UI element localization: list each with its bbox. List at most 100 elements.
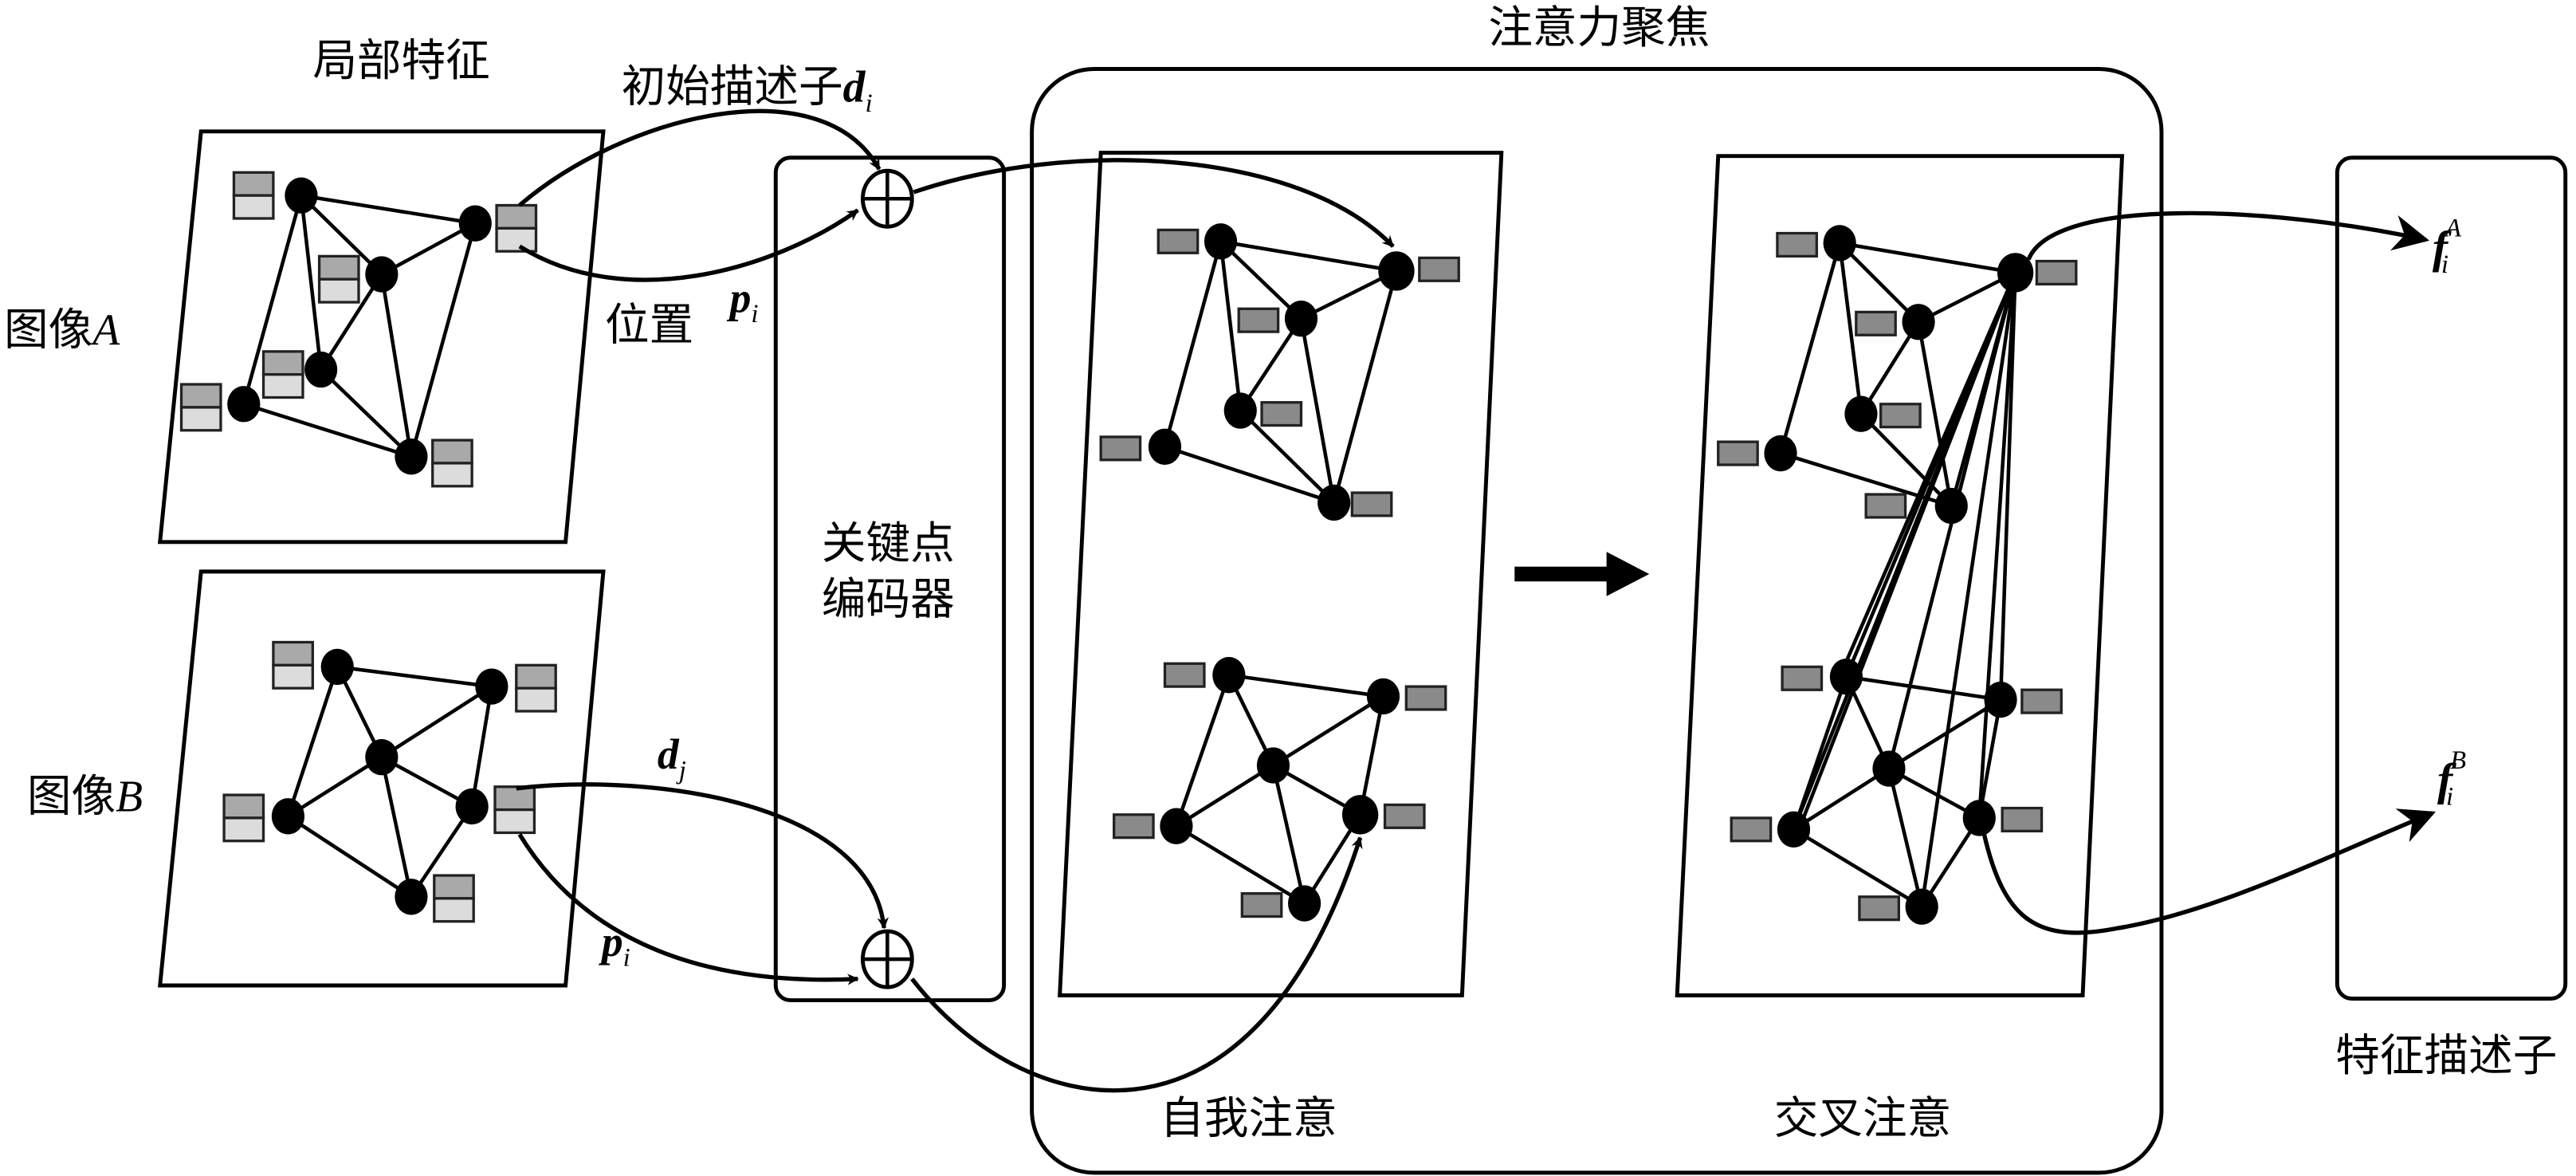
descriptor-box <box>1717 440 1759 466</box>
keypoint-node <box>1844 395 1878 432</box>
keypoint-node <box>1823 225 1856 262</box>
keypoint-node <box>1997 253 2034 293</box>
descriptor-box <box>1858 895 1900 922</box>
initial-descriptor-label: 初始描述子di <box>622 61 873 118</box>
descriptor-box <box>1156 228 1200 254</box>
graph-b-nodes <box>271 648 509 915</box>
keypoint-node <box>1764 435 1797 472</box>
descriptor-box <box>433 874 475 923</box>
descriptor-box <box>493 785 536 835</box>
descriptor-box <box>261 350 304 399</box>
descriptor-box <box>2035 259 2078 286</box>
keypoint-encoder-label: 编码器 <box>822 573 955 625</box>
encoded-arrow-a <box>913 158 1395 248</box>
descriptor-arrow-b <box>516 782 889 930</box>
keypoint-node <box>458 205 492 242</box>
keypoint-node <box>1366 678 1400 715</box>
feature-fa-label: fiA <box>2433 214 2462 279</box>
keypoint-node <box>395 879 428 915</box>
descriptor-box <box>179 383 222 432</box>
keypoint-node <box>1984 681 2017 718</box>
keypoint-node <box>1962 800 1996 836</box>
position-arrow-b <box>517 833 859 985</box>
descriptor-box <box>1730 816 1773 843</box>
position-label: 位置 <box>605 299 693 351</box>
self-attention-graph-bottom <box>1112 657 1447 922</box>
keypoint-node <box>1288 885 1321 922</box>
descriptor-box <box>1163 662 1206 688</box>
descriptor-box <box>2020 688 2063 714</box>
descriptor-box <box>1112 813 1155 840</box>
descriptor-box <box>1776 231 1818 258</box>
keypoint-node <box>285 177 318 214</box>
image-a-frame <box>158 129 606 545</box>
keypoint-node <box>1829 659 1863 695</box>
keypoint-node <box>455 788 489 825</box>
position-var-pi-b: pi <box>599 918 630 972</box>
descriptor-box <box>1240 892 1283 918</box>
keypoint-node <box>365 739 399 776</box>
keypoint-encoder-box <box>773 155 1007 1003</box>
keypoint-node <box>1256 747 1290 784</box>
keypoint-node <box>1902 304 1935 340</box>
descriptor-var-dj: dj <box>658 730 686 785</box>
graph-a-edges <box>242 193 477 458</box>
graph-a-descriptors <box>179 171 538 488</box>
descriptor-box <box>1350 491 1393 517</box>
keypoint-node <box>320 648 354 686</box>
descriptor-box <box>431 439 473 488</box>
output-arrow-a <box>2026 210 2430 261</box>
keypoint-node <box>1341 795 1379 835</box>
keypoint-node <box>1777 811 1811 848</box>
self-attention-frame <box>1058 151 1504 997</box>
graph-b-edges <box>286 665 494 899</box>
keypoint-node <box>1212 657 1246 694</box>
keypoint-node <box>1934 487 1968 525</box>
descriptor-arrow-a <box>518 108 882 207</box>
sum-node-b <box>860 929 914 989</box>
transition-arrow <box>1514 552 1650 596</box>
keypoint-node <box>304 351 338 388</box>
descriptor-box <box>1781 665 1824 691</box>
keypoint-node <box>1284 300 1318 337</box>
descriptor-box <box>2001 806 2044 833</box>
keypoint-encoder-label: 关键点 <box>822 517 955 569</box>
image-b-frame <box>158 569 606 988</box>
sum-node-a <box>860 168 914 229</box>
descriptor-box <box>1383 803 1426 829</box>
self-attention-label: 自我注意 <box>1160 1092 1337 1144</box>
descriptor-box <box>317 254 360 304</box>
keypoint-node <box>271 798 305 835</box>
descriptor-box <box>1879 403 1922 429</box>
local-features-title: 局部特征 <box>312 35 489 87</box>
keypoint-node <box>1148 428 1182 465</box>
keypoint-node <box>1905 888 1938 925</box>
self-attention-graph-top <box>1099 223 1460 521</box>
descriptor-box <box>1099 435 1142 462</box>
keypoint-node <box>1872 750 1906 787</box>
keypoint-node <box>227 386 261 423</box>
cross-attention-graph <box>1717 225 2078 925</box>
keypoint-node <box>1223 392 1257 429</box>
keypoint-node <box>1160 808 1193 844</box>
feature-fb-label: fiB <box>2437 746 2466 811</box>
output-arrow-b <box>1981 808 2437 935</box>
position-arrow-a <box>518 208 859 282</box>
keypoint-node <box>475 668 509 705</box>
descriptor-box <box>1855 310 1897 336</box>
keypoint-node <box>1378 251 1415 291</box>
descriptor-box <box>1260 401 1303 427</box>
descriptor-box <box>1418 256 1460 282</box>
feature-descriptor-box <box>2334 155 2568 1001</box>
descriptor-box <box>495 203 538 253</box>
cross-attention-edges <box>1792 272 2017 907</box>
image-a-label: 图像A <box>4 305 120 356</box>
descriptor-box <box>1864 493 1907 519</box>
descriptor-box <box>232 171 275 220</box>
descriptor-box <box>1404 685 1447 711</box>
attention-focus-title: 注意力聚焦 <box>1488 2 1710 54</box>
descriptor-box <box>1237 307 1280 333</box>
keypoint-node <box>1317 484 1351 521</box>
attention-focus-container <box>1030 67 2164 1175</box>
